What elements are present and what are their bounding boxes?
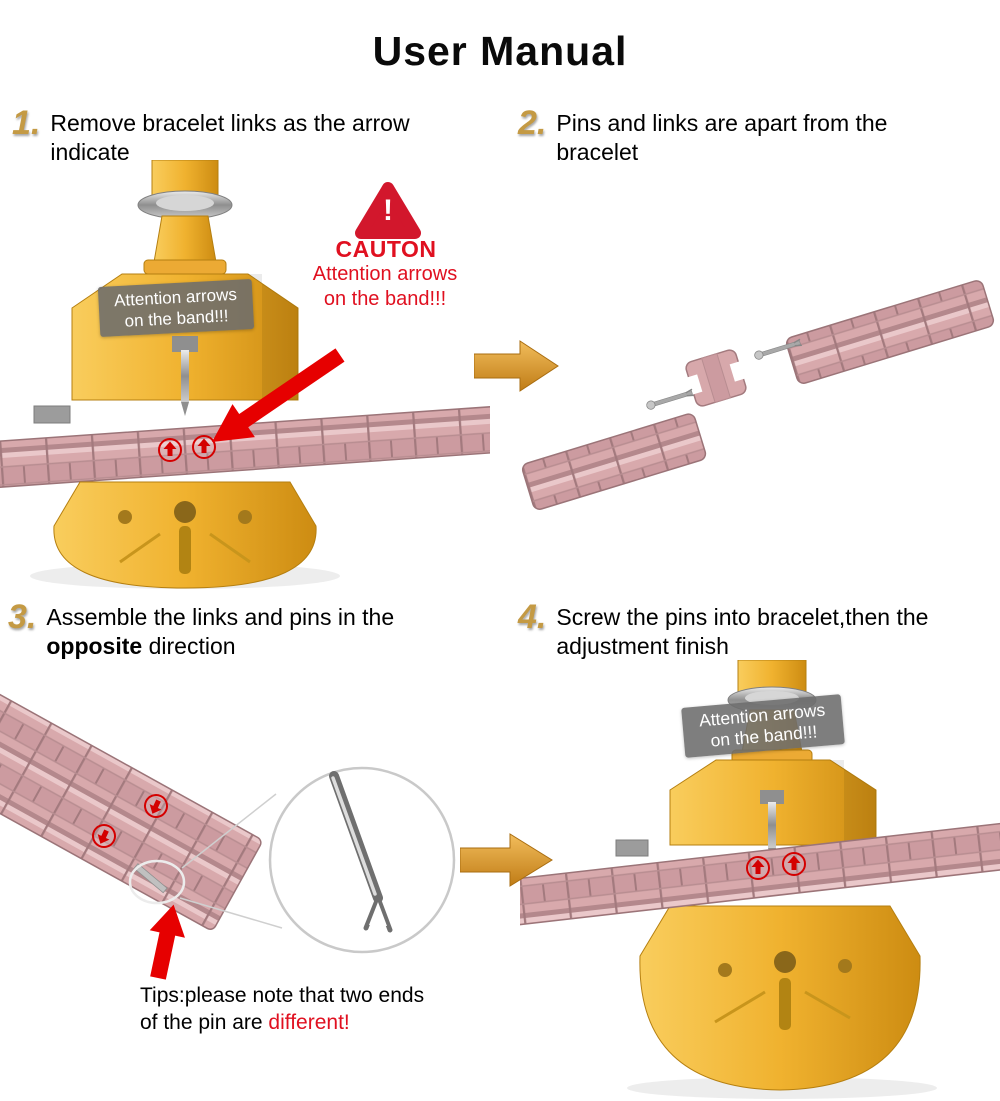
step1-line2: indicate (50, 139, 130, 165)
red-arrow-icon (192, 435, 216, 459)
caution-title: CAUTON (335, 236, 437, 262)
side-clamp (33, 405, 71, 424)
step3-line2-bold: opposite (46, 633, 143, 659)
step2-number: 2. (518, 104, 547, 142)
pin-holder (760, 790, 784, 804)
tool-base (53, 481, 317, 589)
detail-source-circle (128, 859, 186, 905)
tool-base (639, 905, 921, 1091)
step2-text: Pins and links are apart from the bracel… (556, 106, 887, 167)
step4-number: 4. (518, 598, 547, 636)
tips-text: Tips:please note that two ends of the pi… (140, 982, 470, 1036)
pin-holder (172, 336, 198, 352)
step2-line1: Pins and links are apart from the (556, 110, 888, 136)
step3-number: 3. (8, 598, 37, 636)
red-arrow-icon (746, 856, 770, 880)
step3-text: Assemble the links and pins in the oppos… (46, 600, 394, 661)
step3-photo (0, 679, 456, 980)
side-clamp (615, 839, 649, 857)
step4-text: Screw the pins into bracelet,then the ad… (556, 600, 928, 661)
caution-line2: on the band!!! (323, 288, 447, 310)
band-label-step1: Attention arrows on the band!!! (97, 279, 255, 337)
red-arrow-icon (149, 904, 185, 980)
step3-header: 3. Assemble the links and pins in the op… (8, 600, 488, 661)
flow-arrow-icon (474, 340, 559, 392)
step1-line1: Remove bracelet links as the arrow (50, 110, 410, 136)
tips-line2: of the pin are different! (140, 1009, 470, 1036)
link-remover-tool (669, 660, 877, 860)
magnifier-line (179, 897, 283, 929)
step3-line2: opposite direction (46, 632, 394, 661)
step1-photo (0, 160, 490, 589)
caution-line1: Attention arrows (312, 263, 458, 285)
step4-header: 4. Screw the pins into bracelet,then the… (518, 600, 998, 661)
step4-line1: Screw the pins into bracelet,then the (556, 604, 929, 630)
red-arrow-icon (212, 348, 345, 442)
step4-line2: adjustment finish (556, 633, 729, 659)
caution-exclamation: ! (383, 194, 393, 227)
band-segment-right (785, 280, 995, 384)
step4-photo (520, 660, 1000, 1099)
caution-triangle-icon (355, 182, 421, 239)
magnifier-line (181, 793, 277, 869)
page-title: User Manual (372, 28, 628, 74)
push-pin (768, 802, 776, 848)
protruding-pin (133, 863, 168, 894)
step3-line2-rest: direction (142, 633, 236, 659)
red-arrow-icon (782, 852, 806, 876)
step2-photo (521, 280, 995, 510)
watch-band (0, 679, 262, 930)
step2-header: 2. Pins and links are apart from the bra… (518, 106, 988, 167)
step1-header: 1. Remove bracelet links as the arrow in… (12, 106, 482, 167)
tips-line1: Tips:please note that two ends (140, 984, 425, 1007)
tips-highlight: different! (268, 1011, 350, 1034)
magnifier-circle (268, 766, 456, 954)
step1-number: 1. (12, 104, 41, 142)
red-arrow-icon (158, 438, 182, 462)
flow-arrow-icon (460, 833, 553, 887)
step3-line1: Assemble the links and pins in the (46, 604, 395, 630)
band-segment-left (521, 413, 707, 510)
tips-line2-prefix: of the pin are (140, 1011, 269, 1034)
step1-text: Remove bracelet links as the arrow indic… (50, 106, 409, 167)
link-remover-tool (71, 160, 299, 416)
link-pin (644, 387, 695, 412)
step2-line2: bracelet (556, 139, 639, 165)
push-pin (181, 350, 189, 402)
loose-link (685, 349, 747, 407)
